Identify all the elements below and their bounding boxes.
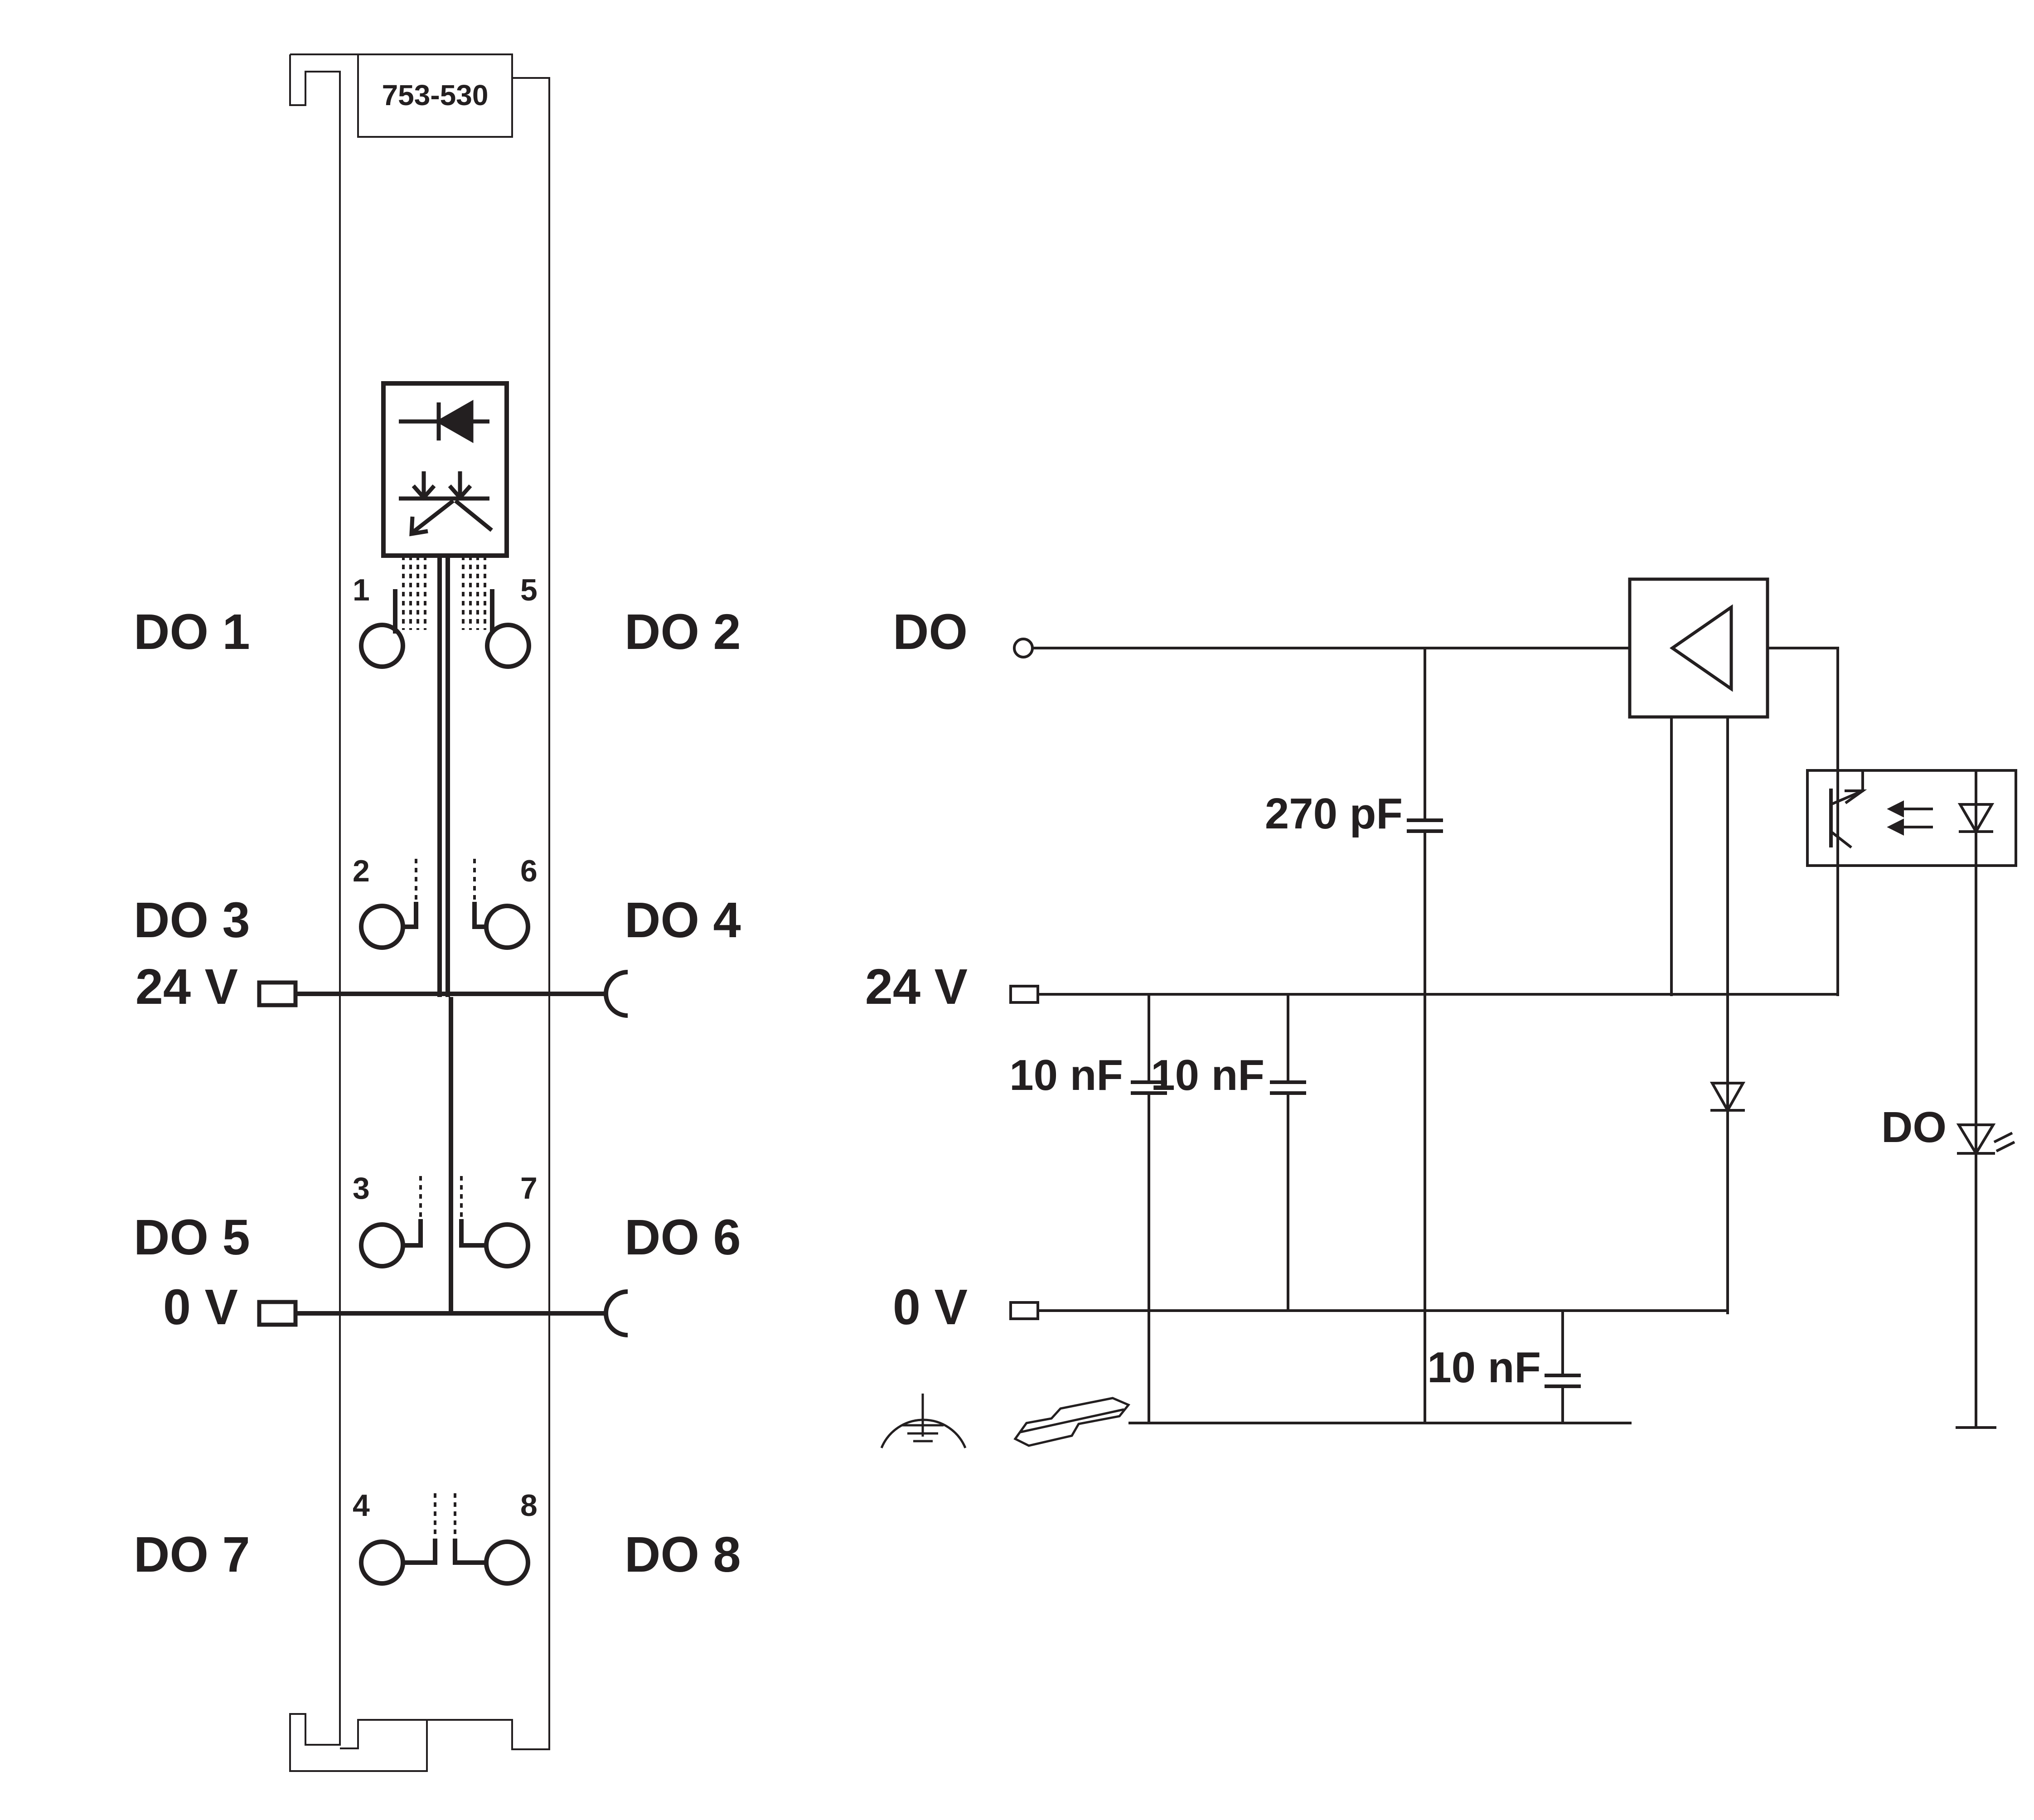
schematic [880,577,2017,1448]
cap-270pf-label: 270 pF [1265,789,1403,838]
channel-label-do2: DO 2 [625,604,741,660]
channel-label-do6: DO 6 [625,1210,741,1265]
pin-number-4: 4 [353,1488,370,1523]
status-led-box [381,381,509,558]
supply-0v-jumper [604,1289,628,1337]
module-bus-wires [437,556,453,1314]
channel-label-do4: DO 4 [625,892,741,948]
module-housing [289,53,550,1772]
terminal-5[interactable] [485,623,531,669]
terminal-2[interactable] [359,904,405,950]
channel-label-do1: DO 1 [134,604,250,660]
status-led-label: DO [1881,1103,1947,1152]
pin-number-1: 1 [353,573,370,607]
do-input-terminal[interactable] [1013,638,1034,658]
schematic-0v-label: 0 V [893,1279,968,1335]
schematic-24v-label: 24 V [865,959,968,1015]
cap-10nf-b-label: 10 nF [1151,1051,1264,1099]
din-rail-icon [1013,1397,1131,1447]
rail-0v-terminal[interactable] [1009,1301,1039,1320]
jumper-dots [402,556,486,1539]
module-0v-label: 0 V [163,1279,238,1335]
module-24v-label: 24 V [136,959,238,1015]
diode-icon [399,400,489,443]
schematic-do-label: DO [893,604,968,660]
pin-number-8: 8 [520,1488,538,1523]
terminal-7[interactable] [484,1222,530,1268]
terminal-3[interactable] [359,1222,405,1268]
module-supply-rails [257,970,628,1337]
status-led-icon [1956,1123,1996,1156]
cap-10nf-c-label: 10 nF [1427,1343,1541,1392]
channel-label-do7: DO 7 [134,1527,250,1583]
terminal-4[interactable] [359,1539,405,1586]
amplifier-triangle-icon [1669,604,1733,692]
rail-24v-terminal[interactable] [1009,985,1039,1004]
supply-24v-terminal[interactable] [257,980,298,1007]
channel-label-do3: DO 3 [134,892,250,948]
supply-24v-jumper [604,970,628,1018]
driver-amplifier-box [1628,577,1769,719]
module-model-label: 753-530 [382,79,489,111]
terminal-contacts [359,589,531,1586]
cap-10nf-a-label: 10 nF [1009,1051,1123,1099]
terminal-8[interactable] [484,1539,530,1586]
terminal-1[interactable] [359,623,405,669]
pin-number-3: 3 [353,1171,370,1205]
channel-label-do5: DO 5 [134,1210,250,1265]
light-arrows-icon [1887,800,1933,836]
supply-0v-terminal[interactable] [257,1300,298,1327]
pin-number-6: 6 [520,854,538,888]
optocoupler-box [1806,769,2017,867]
pin-number-7: 7 [520,1171,538,1205]
pin-number-2: 2 [353,854,370,888]
earth-ground-icon [880,1394,967,1448]
pin-number-5: 5 [520,573,538,607]
model-label-box [357,53,513,138]
terminal-6[interactable] [484,904,530,950]
flyback-diode-icon [1710,1082,1746,1113]
opto-led-icon [1957,803,1995,834]
channel-label-do8: DO 8 [625,1527,741,1583]
phototransistor-icon [399,471,493,537]
